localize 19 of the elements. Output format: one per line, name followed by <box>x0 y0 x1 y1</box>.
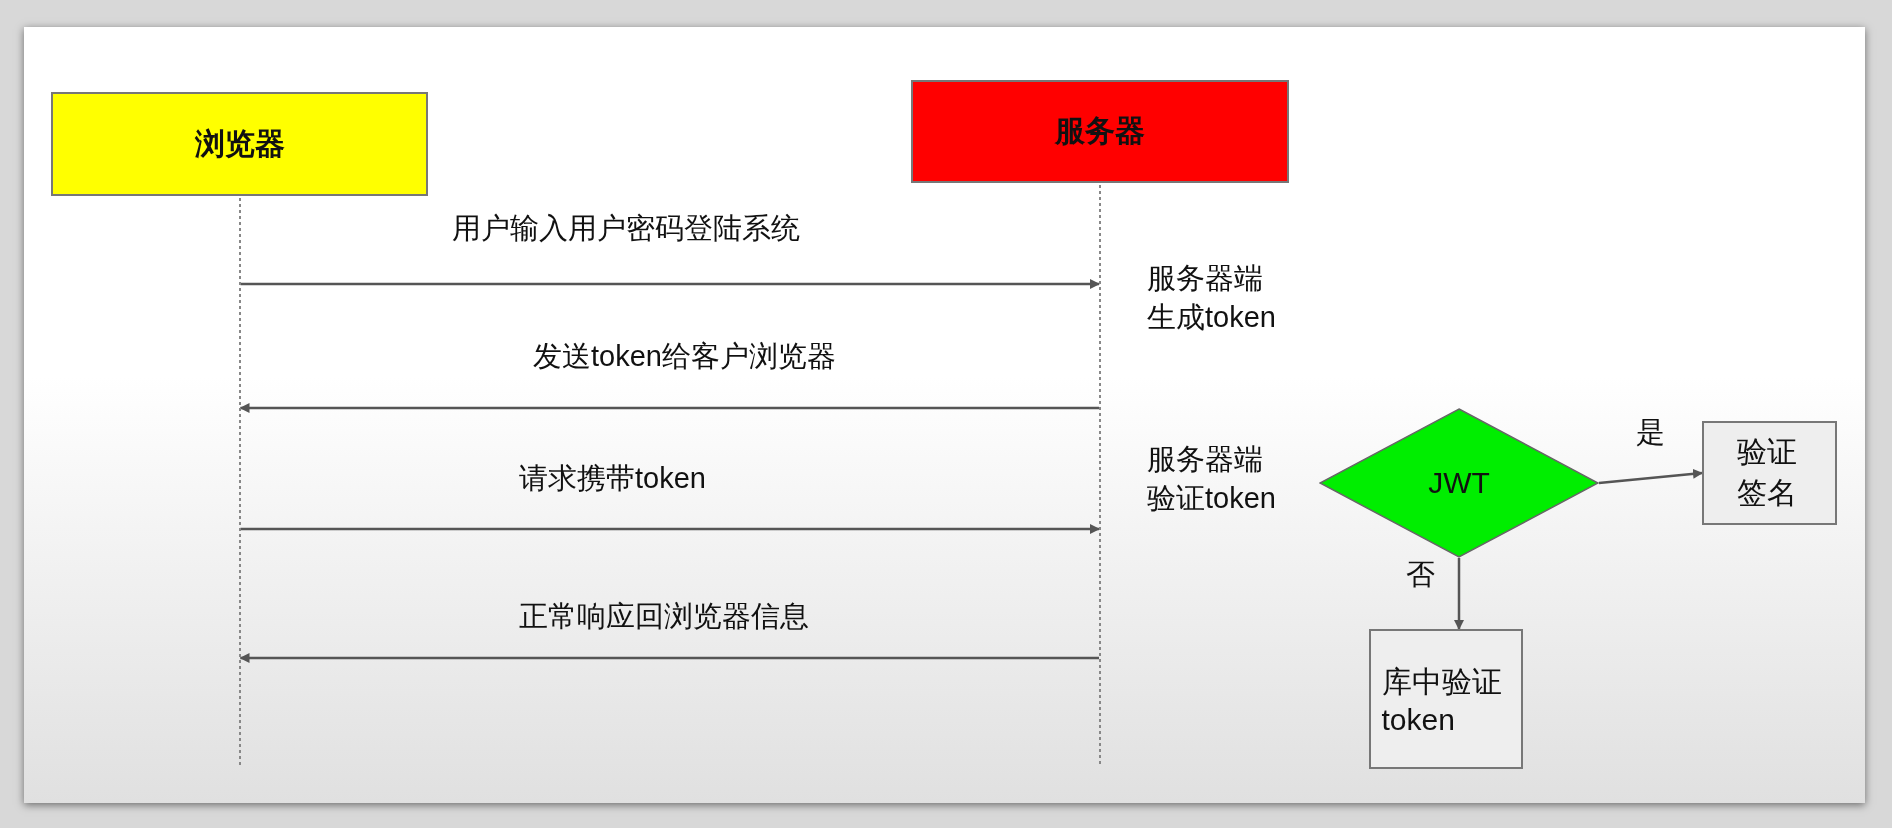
participant-box: 浏览器 <box>51 92 428 196</box>
edge-label: 用户输入用户密码登陆系统 <box>452 211 800 246</box>
arrow <box>240 524 1100 534</box>
decision-diamond: JWT <box>1319 408 1599 558</box>
edge-label: 否 <box>1406 557 1435 592</box>
arrow <box>239 403 1099 413</box>
edge-label: 正常响应回浏览器信息 <box>519 599 809 634</box>
note-text: 服务器端生成token <box>1147 261 1277 336</box>
process-box: 验证签名 <box>1702 421 1837 525</box>
note-text: 服务器端验证token <box>1147 442 1277 517</box>
arrow <box>239 653 1099 663</box>
arrow <box>1598 468 1703 485</box>
arrow <box>240 279 1100 289</box>
edge-label: 请求携带token <box>519 461 706 496</box>
edge-label: 发送token给客户浏览器 <box>533 339 836 374</box>
participant-box: 服务器 <box>911 80 1289 183</box>
process-box: 库中验证token <box>1369 629 1523 769</box>
arrow <box>1454 558 1464 630</box>
edge-label: 是 <box>1636 415 1665 450</box>
